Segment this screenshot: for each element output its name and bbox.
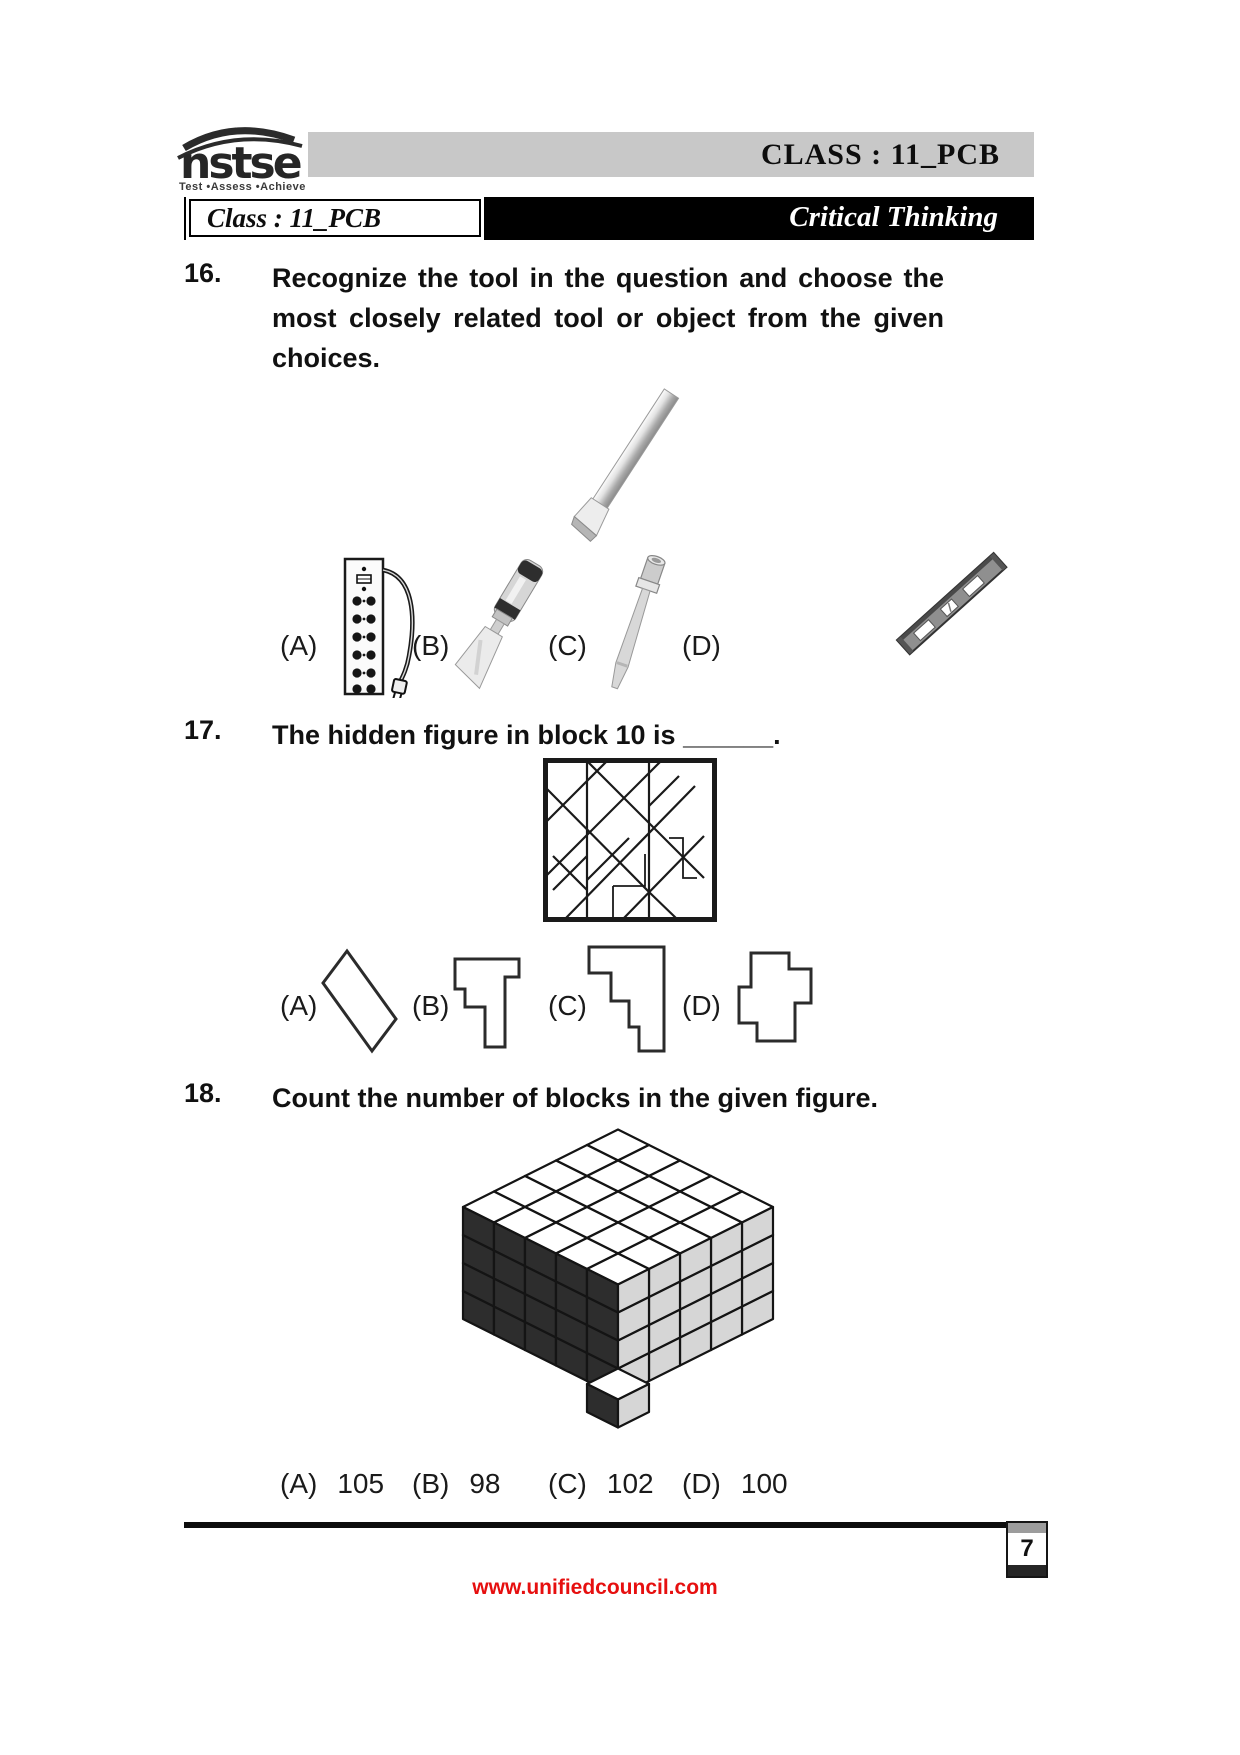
q18-option-b-label: (B) xyxy=(412,1468,450,1499)
q18-option-a: (A) 105 xyxy=(280,1468,384,1500)
q18-option-c-label: (C) xyxy=(548,1468,587,1499)
q16-option-b-figure xyxy=(440,550,552,707)
q17-option-d-label: (D) xyxy=(682,990,721,1021)
q16-option-b-label: (B) xyxy=(412,630,450,661)
staircase-shape-icon xyxy=(587,945,666,1053)
q16-line-3: choices. xyxy=(272,343,381,373)
page-number: 7 xyxy=(1020,1535,1034,1562)
chisel-icon xyxy=(571,388,680,542)
q16-line-1: Recognize the tool in the question and c… xyxy=(272,263,944,293)
q17-text: The hidden figure in block 10 is ______. xyxy=(272,720,781,750)
q16-number: 16. xyxy=(184,258,222,288)
q16-option-c-figure xyxy=(592,550,684,707)
q18-option-c: (C) 102 xyxy=(548,1468,654,1500)
page-number-box: 7 xyxy=(1006,1521,1048,1578)
q16-option-d-label: (D) xyxy=(682,630,721,661)
q18-blocks-figure xyxy=(458,1112,778,1455)
nstse-logo: nstse xyxy=(176,116,312,202)
q18-option-b: (B) 98 xyxy=(412,1468,500,1500)
page-box-gray-strip xyxy=(1008,1523,1046,1533)
q16-main-figure xyxy=(540,378,710,561)
q17-number: 17. xyxy=(184,715,222,745)
nstse-logo-icon: nstse xyxy=(177,127,304,189)
q18-option-d: (D) 100 xyxy=(682,1468,788,1500)
q18-option-a-label: (A) xyxy=(280,1468,318,1499)
website-url: www.unifiedcouncil.com xyxy=(472,1576,718,1599)
rotated-rectangle-icon xyxy=(321,948,398,1054)
isometric-cube-stacks-icon xyxy=(461,1128,775,1429)
page-box-dark-strip xyxy=(1008,1565,1046,1576)
q16-option-c-label: (C) xyxy=(548,630,587,661)
spirit-level-icon xyxy=(895,551,1008,656)
q16-option-a-figure xyxy=(342,556,427,703)
class-label-box: Class : 11_PCB xyxy=(189,199,481,237)
q16-line-2: most closely related tool or object from… xyxy=(272,303,944,333)
q17-option-c-label: (C) xyxy=(548,990,587,1021)
class-banner-bar: CLASS : 11_PCB xyxy=(308,132,1034,177)
stepped-cross-shape-icon xyxy=(737,951,813,1043)
q18-option-c-value: 102 xyxy=(606,1468,654,1499)
q18-option-a-value: 105 xyxy=(337,1468,385,1499)
handled-chisel-icon xyxy=(454,559,544,690)
q17-option-d-figure xyxy=(734,950,816,1051)
footer-rule xyxy=(184,1522,1006,1528)
section-bar: Class : 11_PCB Critical Thinking xyxy=(184,197,1034,240)
q18-option-b-value: 98 xyxy=(469,1468,501,1499)
q17-option-b-label: (B) xyxy=(412,990,450,1021)
q18-number: 18. xyxy=(184,1078,222,1108)
section-title: Critical Thinking xyxy=(789,201,998,233)
svg-text:nstse: nstse xyxy=(180,138,301,186)
q18-text: Count the number of blocks in the given … xyxy=(272,1083,879,1113)
q16-option-a-label: (A) xyxy=(280,630,318,661)
class-banner-text: CLASS : 11_PCB xyxy=(760,138,1000,171)
power-strip-icon xyxy=(343,557,415,702)
q17-puzzle-figure xyxy=(543,758,717,927)
logo-tagline: Test •Assess •Achieve xyxy=(179,181,306,193)
q16-option-d-figure xyxy=(888,546,1016,669)
q17-option-a-figure xyxy=(316,944,400,1061)
q18-option-d-value: 100 xyxy=(740,1468,788,1499)
q16-text: Recognize the tool in the question and c… xyxy=(272,258,944,378)
q17-option-c-figure xyxy=(586,944,669,1061)
stepped-t-shape-icon xyxy=(453,957,521,1049)
q18-option-d-label: (D) xyxy=(682,1468,721,1499)
socket-wrench-icon xyxy=(611,555,666,690)
class-label-text: Class : 11_PCB xyxy=(207,202,382,233)
q17-option-b-figure xyxy=(452,956,524,1057)
hidden-figure-puzzle-icon xyxy=(543,758,717,922)
q17-option-a-label: (A) xyxy=(280,990,318,1021)
